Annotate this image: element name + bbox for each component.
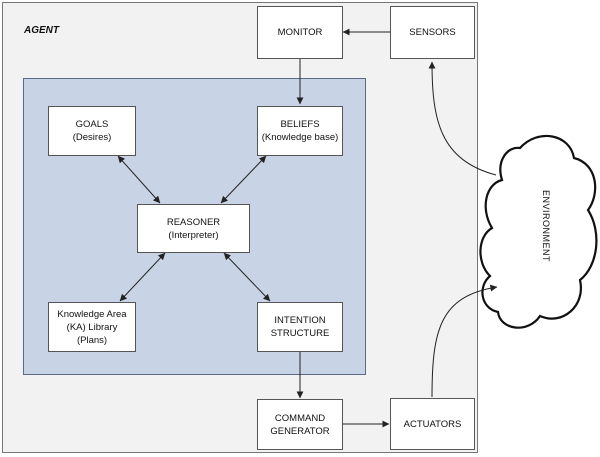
command-generator-box: COMMAND GENERATOR [257,399,343,450]
ka-library-note: (Plans) [76,334,108,346]
arrow-actuators-to-environment [431,284,498,398]
reasoner-box: REASONER (Interpreter) [137,204,250,253]
goals-box: GOALS (Desires) [48,106,136,156]
ka-library-label: Knowledge Area [57,308,127,320]
reasoner-sublabel: (Interpreter) [168,229,219,241]
ka-library-box: Knowledge Area (KA) Library (Plans) [48,302,136,352]
sensors-label: SENSORS [409,27,456,38]
monitor-box: MONITOR [257,6,343,59]
arrow-reasoner-ka [119,252,166,302]
intention-structure-box: INTENTION STRUCTURE [257,302,343,352]
beliefs-box: BELIEFS (Knowledge base) [257,106,343,156]
intention-sublabel: STRUCTURE [270,328,330,339]
actuators-box: ACTUATORS [390,398,475,450]
environment-label: ENVIRONMENT [541,189,551,263]
beliefs-label: BELIEFS [280,119,320,130]
ka-library-sublabel: (KA) Library [66,321,118,333]
goals-sublabel: (Desires) [72,132,112,143]
arrow-beliefs-reasoner [220,155,267,204]
arrow-reasoner-intention [223,252,271,302]
actuators-label: ACTUATORS [403,418,462,430]
intention-label: INTENTION [274,315,326,326]
agent-label: AGENT [24,25,59,36]
arrow-goals-reasoner [117,155,161,204]
command-sublabel: GENERATOR [270,425,330,437]
goals-label: GOALS [75,119,109,130]
beliefs-sublabel: (Knowledge base) [261,132,339,143]
sensors-box: SENSORS [390,6,475,59]
environment-cloud [479,134,598,329]
monitor-label: MONITOR [277,27,323,38]
arrow-environment-to-sensors [428,61,497,176]
command-label: COMMAND [274,412,326,424]
reasoner-label: REASONER [166,216,221,228]
